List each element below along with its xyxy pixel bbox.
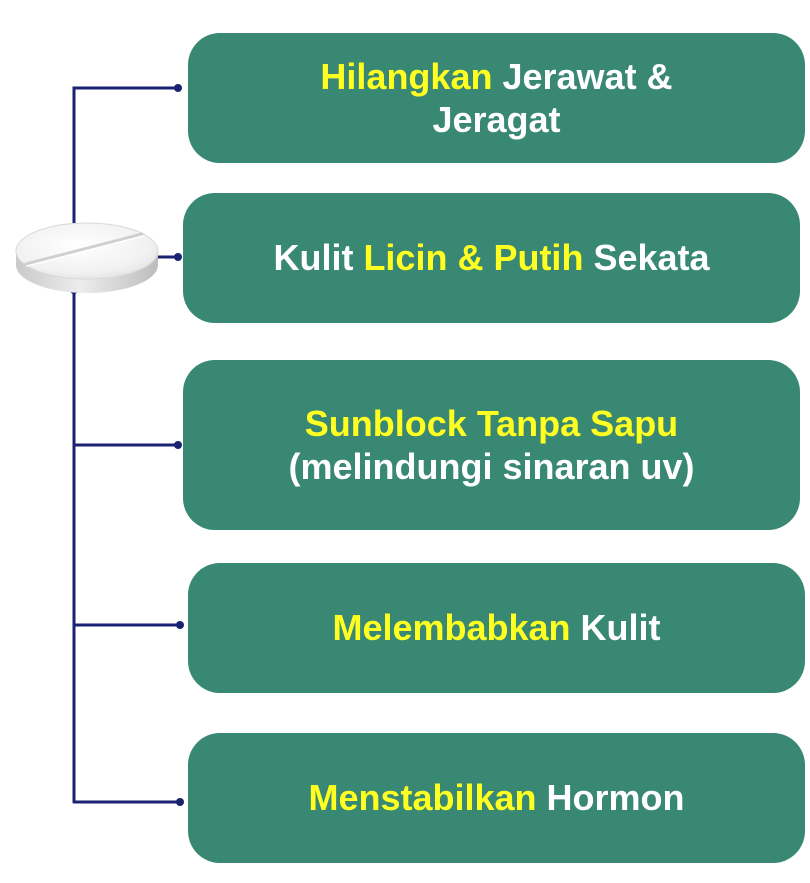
plain-text: Hormon xyxy=(536,777,685,819)
benefit-text: Sunblock Tanpa Sapu(melindungi sinaran u… xyxy=(288,402,694,488)
highlight-text: Sunblock Tanpa Sapu xyxy=(304,402,679,444)
benefit-line: Melembabkan Kulit xyxy=(332,606,660,649)
benefit-box-1: Hilangkan Jerawat &Jeragat xyxy=(188,33,805,163)
plain-text: Jeragat xyxy=(432,99,561,140)
benefit-box-4: Melembabkan Kulit xyxy=(188,563,805,693)
benefit-box-2: Kulit Licin & Putih Sekata xyxy=(183,193,800,323)
plain-text: Jerawat & xyxy=(492,55,673,97)
highlight-text: Menstabilkan xyxy=(308,777,537,819)
connector-dot xyxy=(174,84,182,92)
plain-text: Kulit xyxy=(570,607,661,649)
benefit-box-5: Menstabilkan Hormon xyxy=(188,733,805,863)
connector-dot xyxy=(176,621,184,629)
benefit-line: Menstabilkan Hormon xyxy=(308,776,684,819)
benefit-line: Jeragat xyxy=(320,98,672,141)
benefit-line: Hilangkan Jerawat & xyxy=(320,55,672,98)
highlight-text: Hilangkan xyxy=(320,55,493,97)
benefit-text: Menstabilkan Hormon xyxy=(308,776,684,819)
plain-text: Sekata xyxy=(583,237,710,279)
benefit-line: Sunblock Tanpa Sapu xyxy=(288,402,694,445)
connector-dot xyxy=(174,441,182,449)
highlight-text: Licin & Putih xyxy=(363,237,584,279)
connector-dot xyxy=(174,253,182,261)
plain-text: Kulit xyxy=(273,237,364,279)
benefit-box-3: Sunblock Tanpa Sapu(melindungi sinaran u… xyxy=(183,360,800,530)
connector-dot xyxy=(176,798,184,806)
highlight-text: Melembabkan xyxy=(332,607,571,649)
benefit-text: Melembabkan Kulit xyxy=(332,606,660,649)
pill-tablet-icon xyxy=(15,222,159,293)
benefit-line: (melindungi sinaran uv) xyxy=(288,445,694,488)
plain-text: (melindungi sinaran uv) xyxy=(288,446,695,487)
benefit-line: Kulit Licin & Putih Sekata xyxy=(273,236,709,279)
benefit-text: Hilangkan Jerawat &Jeragat xyxy=(320,55,672,141)
benefit-text: Kulit Licin & Putih Sekata xyxy=(273,236,709,279)
connector-to-item-1 xyxy=(72,86,180,232)
